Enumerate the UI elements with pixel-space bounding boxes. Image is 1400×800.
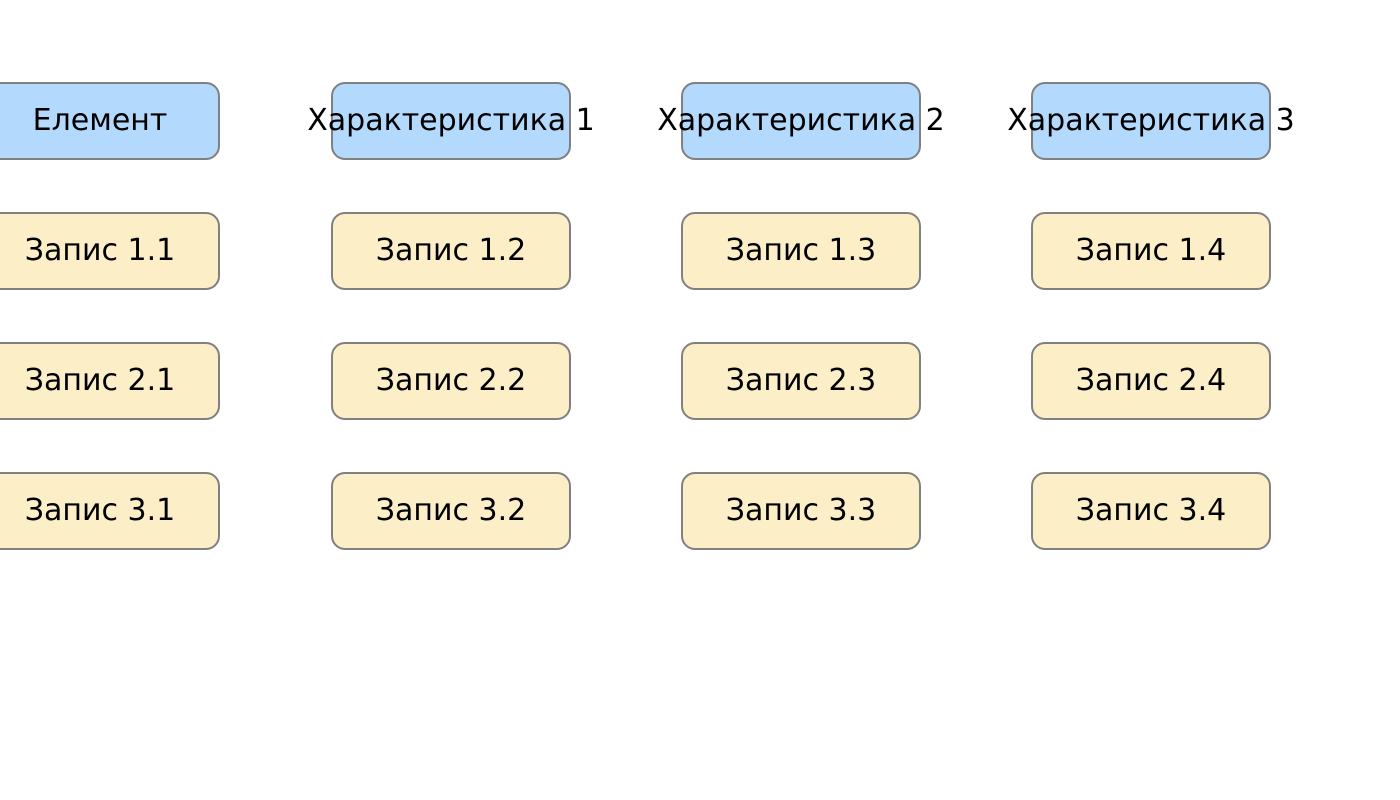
record-node[interactable]: Запис 1.1 (0, 212, 220, 290)
record-node-label: Запис 1.2 (375, 233, 527, 268)
header-node-attribute-3[interactable]: Характеристика 3 (1007, 82, 1295, 160)
record-node[interactable]: Запис 3.2 (331, 472, 571, 550)
header-node-label: Характеристика 1 (307, 103, 595, 138)
record-node[interactable]: Запис 3.4 (1031, 472, 1271, 550)
record-node-label: Запис 1.3 (725, 233, 877, 268)
record-node[interactable]: Запис 3.1 (0, 472, 220, 550)
record-node[interactable]: Запис 2.2 (331, 342, 571, 420)
header-node-label: Характеристика 3 (1007, 103, 1295, 138)
record-node[interactable]: Запис 1.2 (331, 212, 571, 290)
record-node-label: Запис 1.4 (1075, 233, 1227, 268)
record-node[interactable]: Запис 1.3 (681, 212, 921, 290)
header-node-attribute-2[interactable]: Характеристика 2 (657, 82, 945, 160)
record-node-label: Запис 3.4 (1075, 493, 1227, 528)
header-node-label: Елемент (32, 103, 168, 138)
record-node-label: Запис 1.1 (24, 233, 176, 268)
record-node[interactable]: Запис 2.3 (681, 342, 921, 420)
record-node[interactable]: Запис 2.4 (1031, 342, 1271, 420)
record-node-label: Запис 2.4 (1075, 363, 1227, 398)
record-node[interactable]: Запис 2.1 (0, 342, 220, 420)
header-node-label: Характеристика 2 (657, 103, 945, 138)
record-node-label: Запис 3.3 (725, 493, 877, 528)
record-node-label: Запис 2.1 (24, 363, 176, 398)
record-node[interactable]: Запис 1.4 (1031, 212, 1271, 290)
record-node[interactable]: Запис 3.3 (681, 472, 921, 550)
record-node-label: Запис 2.3 (725, 363, 877, 398)
record-node-label: Запис 3.2 (375, 493, 527, 528)
record-node-label: Запис 2.2 (375, 363, 527, 398)
record-node-label: Запис 3.1 (24, 493, 176, 528)
header-node-attribute-1[interactable]: Характеристика 1 (307, 82, 595, 160)
header-node-element[interactable]: Елемент (0, 82, 220, 160)
